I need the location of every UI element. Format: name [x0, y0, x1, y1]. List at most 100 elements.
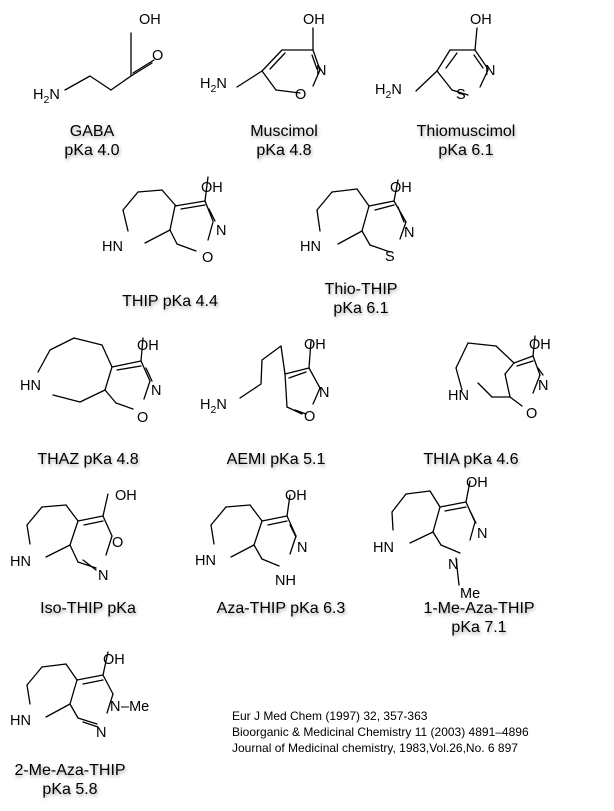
- double-bond: [180, 204, 206, 210]
- amine-subscript: 2: [43, 94, 49, 106]
- bond: [89, 75, 112, 91]
- bond: [532, 355, 541, 376]
- bond: [210, 524, 215, 545]
- bond: [474, 49, 489, 70]
- bond: [465, 480, 471, 503]
- atom-label: –Me: [121, 699, 149, 715]
- bond: [26, 666, 43, 686]
- molecule-label-line: GABA: [70, 123, 115, 140]
- atom-label: N: [485, 63, 495, 79]
- atom-label: OH: [115, 488, 137, 504]
- atom-label: O: [526, 406, 537, 422]
- amine-h: H: [200, 76, 210, 92]
- double-bond: [473, 54, 484, 69]
- bond: [76, 674, 104, 681]
- bond: [474, 27, 478, 51]
- molecule-label-line: Aza-THIP pKa 6.3: [217, 600, 346, 617]
- bond: [513, 355, 534, 364]
- bond: [210, 506, 227, 526]
- bond: [236, 70, 263, 88]
- bond: [532, 374, 541, 394]
- bond: [69, 679, 78, 705]
- bond: [261, 515, 288, 522]
- bond: [65, 663, 78, 681]
- bond: [368, 200, 395, 207]
- reference-line: Journal of Medicinal chemistry, 1983,Vol…: [232, 741, 518, 755]
- bond: [455, 557, 460, 586]
- bond: [69, 544, 79, 563]
- bond: [77, 515, 104, 522]
- bond: [312, 387, 321, 405]
- double-bond: [82, 559, 97, 571]
- double-bond: [294, 409, 307, 415]
- bond: [204, 176, 209, 202]
- bond: [115, 402, 134, 410]
- amine-h: H: [200, 397, 210, 413]
- amine-group-label: H2N: [33, 87, 60, 106]
- molecule-label-iso-thip: Iso-THIP pKa: [40, 600, 136, 617]
- bond: [253, 520, 263, 546]
- bond: [239, 383, 262, 399]
- bond: [65, 504, 79, 522]
- bond: [64, 75, 91, 91]
- amine-n: N: [216, 397, 226, 413]
- atom-label: N: [404, 225, 414, 241]
- amine-subscript: 2: [385, 89, 391, 101]
- molecule-label-thia: THIA pKa 4.6: [423, 451, 518, 468]
- bond: [52, 394, 81, 403]
- bond: [230, 544, 255, 558]
- amine-subscript: 2: [210, 83, 216, 95]
- double-bond: [145, 367, 153, 382]
- bond: [312, 69, 321, 87]
- bond: [504, 362, 515, 375]
- atom-label: N: [96, 725, 106, 741]
- double-bond: [516, 360, 534, 367]
- atom-label: O: [295, 87, 306, 103]
- double-bond: [445, 52, 458, 69]
- double-bond: [444, 506, 467, 512]
- double-bond: [82, 679, 104, 685]
- bond: [261, 70, 277, 91]
- atom-label: O: [112, 535, 123, 551]
- bond: [111, 360, 142, 368]
- atom-label: OH: [529, 337, 551, 353]
- bond: [26, 506, 43, 526]
- atom-label: NH: [275, 573, 296, 589]
- amine-n: N: [49, 87, 59, 103]
- double-bond: [537, 367, 544, 376]
- bond: [73, 337, 103, 346]
- bond: [261, 49, 283, 72]
- double-bond: [397, 206, 405, 223]
- bond: [331, 188, 358, 193]
- molecule-label-aza-thip: Aza-THIP pKa 6.3: [217, 600, 346, 617]
- amine-group-label: H2N: [200, 397, 227, 416]
- molecule-label-line: pKa 5.8: [42, 781, 97, 798]
- bond: [77, 717, 98, 725]
- atom-label: O: [202, 250, 213, 266]
- atom-label: N: [448, 557, 458, 573]
- bond: [102, 515, 113, 537]
- atom-label: S: [385, 249, 395, 265]
- bond: [532, 335, 536, 357]
- bond: [106, 693, 114, 714]
- atom-label: N: [538, 378, 548, 394]
- atom-label: OH: [201, 180, 223, 196]
- bond: [286, 494, 291, 517]
- bond: [41, 504, 67, 508]
- bond: [105, 535, 113, 556]
- bond: [455, 342, 469, 369]
- molecule-label-line: 1-Me-Aza-THIP: [423, 600, 534, 617]
- atom-label: OH: [304, 337, 326, 353]
- bond: [260, 359, 263, 385]
- atom-label: N: [477, 526, 487, 542]
- atom-label: S: [456, 87, 466, 103]
- bond: [169, 229, 178, 245]
